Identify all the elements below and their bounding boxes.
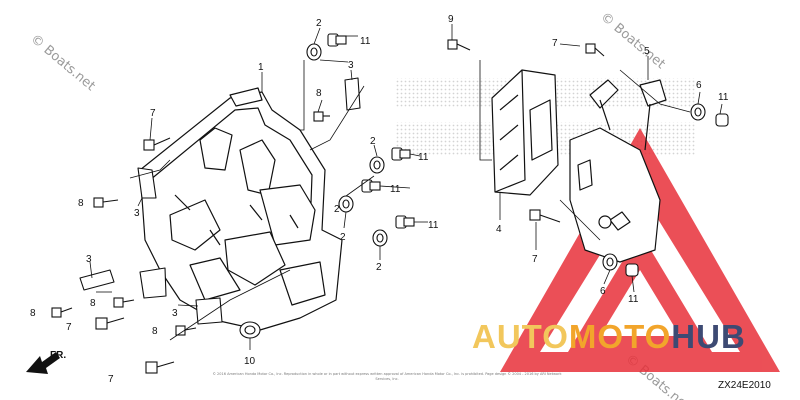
- callout-8: 8: [152, 326, 158, 337]
- leader-lines: [89, 24, 723, 350]
- callout-5: 5: [644, 46, 650, 57]
- callout-10: 10: [244, 356, 256, 367]
- diagram-code: ZX24E2010: [718, 380, 771, 391]
- callout-7: 7: [66, 322, 72, 333]
- brand-part-auto: AUTO: [472, 318, 569, 355]
- callout-2: 2: [370, 136, 376, 147]
- collar-bolts: [327, 33, 729, 277]
- brand-part-moto: MOTO: [568, 318, 672, 355]
- callout-8: 8: [30, 308, 36, 319]
- callout-8: 8: [316, 88, 322, 99]
- callout-1: 1: [258, 62, 264, 73]
- watermark-text-2: © Boats.net: [597, 10, 667, 72]
- small-brackets: [79, 77, 361, 325]
- callout-labels: 1 2 2 2 2 2 3 3 3 3 4 5 6 6 7 7 7 7 7 8 …: [30, 14, 729, 385]
- callout-2: 2: [376, 262, 382, 273]
- callout-11: 11: [428, 220, 439, 231]
- watermark-text-1: © Boats.net: [27, 32, 97, 94]
- copyright-notice: © 2016 American Honda Motor Co., Inc. Re…: [212, 372, 562, 381]
- bracket-assembly: [569, 79, 667, 263]
- callout-2: 2: [334, 204, 340, 215]
- callout-11: 11: [360, 36, 371, 47]
- callout-2: 2: [316, 18, 322, 29]
- callout-3: 3: [172, 308, 178, 319]
- callout-7: 7: [108, 374, 114, 385]
- callout-3: 3: [348, 60, 354, 71]
- callout-11: 11: [628, 294, 639, 305]
- callout-11: 11: [718, 92, 729, 103]
- callout-4: 4: [496, 224, 502, 235]
- frame-assembly: [139, 87, 343, 331]
- callout-7: 7: [150, 108, 156, 119]
- bolts: [51, 39, 605, 374]
- control-box: [491, 69, 559, 196]
- callout-7: 7: [552, 38, 558, 49]
- front-label: FR.: [50, 350, 66, 361]
- callout-8: 8: [78, 198, 84, 209]
- brand-part-hub: HUB: [671, 318, 746, 355]
- callout-6: 6: [696, 80, 702, 91]
- callout-3: 3: [134, 208, 140, 219]
- callout-8: 8: [90, 298, 96, 309]
- callout-7: 7: [532, 254, 538, 265]
- callout-3: 3: [86, 254, 92, 265]
- callout-2: 2: [340, 232, 346, 243]
- callout-9: 9: [448, 14, 454, 25]
- callout-11: 11: [390, 184, 401, 195]
- automotohub-watermark: AUTOMOTOHUB: [472, 318, 746, 356]
- front-direction-arrow-icon: FR.: [26, 350, 66, 374]
- callout-11: 11: [418, 152, 429, 163]
- callout-6: 6: [600, 286, 606, 297]
